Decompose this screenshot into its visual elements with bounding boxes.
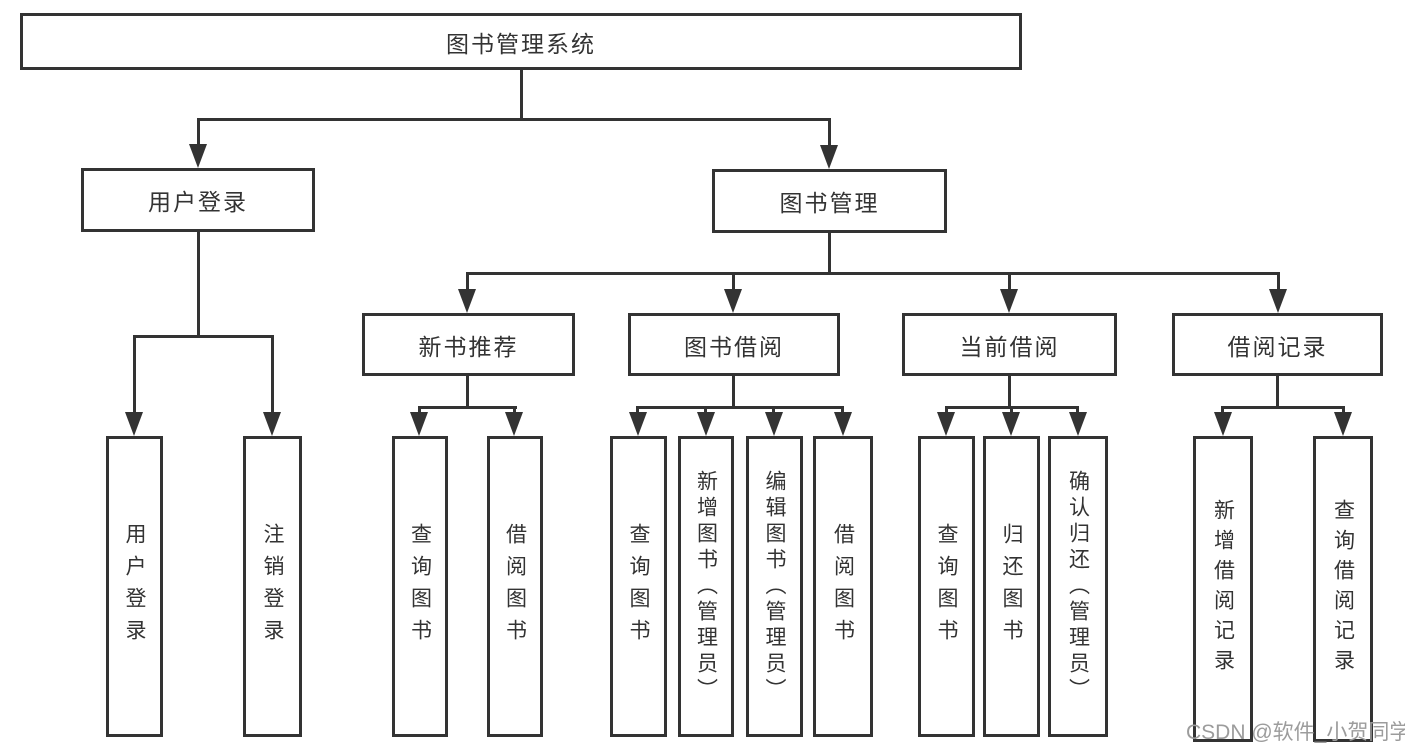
connector-line — [828, 118, 831, 146]
node-book-management: 图书管理 — [712, 169, 947, 233]
connector-line — [1276, 376, 1279, 408]
node-label: 当前借阅 — [959, 333, 1060, 360]
leaf-label: 查询图书 — [408, 522, 432, 651]
leaf-label: 归还图书 — [1000, 522, 1023, 651]
leaf-label: 用户登录 — [123, 522, 146, 651]
connector-line — [1221, 406, 1224, 416]
leaf-logout: 注销登录 — [243, 436, 302, 737]
connector-line — [1008, 376, 1011, 408]
connector-line — [1076, 406, 1079, 416]
node-label: 用户登录 — [148, 189, 248, 215]
leaf-label: 借阅图书 — [503, 522, 527, 651]
leaf-label: 查询借阅记录 — [1331, 499, 1355, 679]
leaf-borrow-books: 借阅图书 — [813, 436, 873, 737]
connector-line — [513, 406, 516, 416]
leaf-add-borrow-record: 新增借阅记录 — [1193, 436, 1253, 742]
leaf-query-borrow-record: 查询借阅记录 — [1313, 436, 1373, 742]
connector-line — [418, 406, 421, 416]
connector-line — [197, 118, 831, 121]
connector-line — [418, 406, 517, 409]
connector-line — [466, 272, 469, 292]
connector-line — [732, 376, 735, 408]
arrow-down-icon — [820, 145, 838, 169]
connector-line — [520, 70, 523, 120]
leaf-label: 查询图书 — [935, 522, 958, 651]
connector-line — [1277, 272, 1280, 292]
connector-line — [841, 406, 844, 416]
arrow-down-icon — [1069, 412, 1087, 436]
connector-line — [466, 272, 1280, 275]
node-book-borrowing: 图书借阅 — [628, 313, 840, 376]
connector-line — [636, 406, 639, 416]
arrow-down-icon — [937, 412, 955, 436]
connector-line — [945, 406, 948, 416]
arrow-down-icon — [697, 412, 715, 436]
arrow-down-icon — [1000, 289, 1018, 313]
connector-line — [1342, 406, 1345, 416]
node-borrowing-records: 借阅记录 — [1172, 313, 1383, 376]
leaf-query-books: 查询图书 — [610, 436, 667, 737]
leaf-label: 查询图书 — [627, 522, 650, 651]
node-label: 图书管理系统 — [446, 30, 596, 57]
arrow-down-icon — [1269, 289, 1287, 313]
leaf-query-books: 查询图书 — [918, 436, 975, 737]
connector-line — [466, 376, 469, 408]
connector-line — [636, 406, 844, 409]
arrow-down-icon — [629, 412, 647, 436]
connector-line — [828, 233, 831, 275]
arrow-down-icon — [724, 289, 742, 313]
node-label: 图书借阅 — [684, 333, 784, 360]
arrow-down-icon — [410, 412, 428, 436]
connector-line — [197, 118, 200, 146]
leaf-label: 借阅图书 — [831, 522, 855, 651]
leaf-label: 新增图书（管理员） — [694, 469, 718, 704]
leaf-label: 确认归还（管理员） — [1066, 469, 1090, 704]
leaf-add-books-admin: 新增图书（管理员） — [678, 436, 734, 737]
arrow-down-icon — [458, 289, 476, 313]
node-current-borrowing: 当前借阅 — [902, 313, 1117, 376]
leaf-user-login: 用户登录 — [106, 436, 163, 737]
arrow-down-icon — [1334, 412, 1352, 436]
connector-line — [133, 335, 274, 338]
arrow-down-icon — [125, 412, 143, 436]
node-label: 借阅记录 — [1227, 333, 1328, 360]
connector-line — [732, 272, 735, 292]
connector-line — [133, 335, 136, 414]
leaf-label: 编辑图书（管理员） — [763, 469, 786, 704]
node-library-management-system: 图书管理系统 — [20, 13, 1022, 70]
leaf-label: 新增借阅记录 — [1211, 499, 1235, 679]
leaf-borrow-books: 借阅图书 — [487, 436, 543, 737]
node-label: 新书推荐 — [418, 333, 519, 360]
connector-line — [772, 406, 775, 416]
watermark: CSDN @软件_小贺同学 — [1186, 721, 1405, 744]
leaf-return-books: 归还图书 — [983, 436, 1040, 737]
arrow-down-icon — [189, 144, 207, 168]
connector-line — [1008, 272, 1011, 292]
arrow-down-icon — [505, 412, 523, 436]
arrow-down-icon — [1002, 412, 1020, 436]
leaf-label: 注销登录 — [261, 522, 284, 651]
connector-line — [197, 232, 200, 337]
connector-line — [271, 335, 274, 414]
leaf-query-books: 查询图书 — [392, 436, 448, 737]
node-user-login: 用户登录 — [81, 168, 315, 232]
arrow-down-icon — [834, 412, 852, 436]
leaf-edit-books-admin: 编辑图书（管理员） — [746, 436, 803, 737]
arrow-down-icon — [765, 412, 783, 436]
leaf-confirm-return-admin: 确认归还（管理员） — [1048, 436, 1108, 737]
connector-line — [704, 406, 707, 416]
node-label: 图书管理 — [779, 190, 880, 216]
arrow-down-icon — [1214, 412, 1232, 436]
arrow-down-icon — [263, 412, 281, 436]
connector-line — [1010, 406, 1013, 416]
connector-line — [1221, 406, 1345, 409]
node-new-book-recommendation: 新书推荐 — [362, 313, 575, 376]
